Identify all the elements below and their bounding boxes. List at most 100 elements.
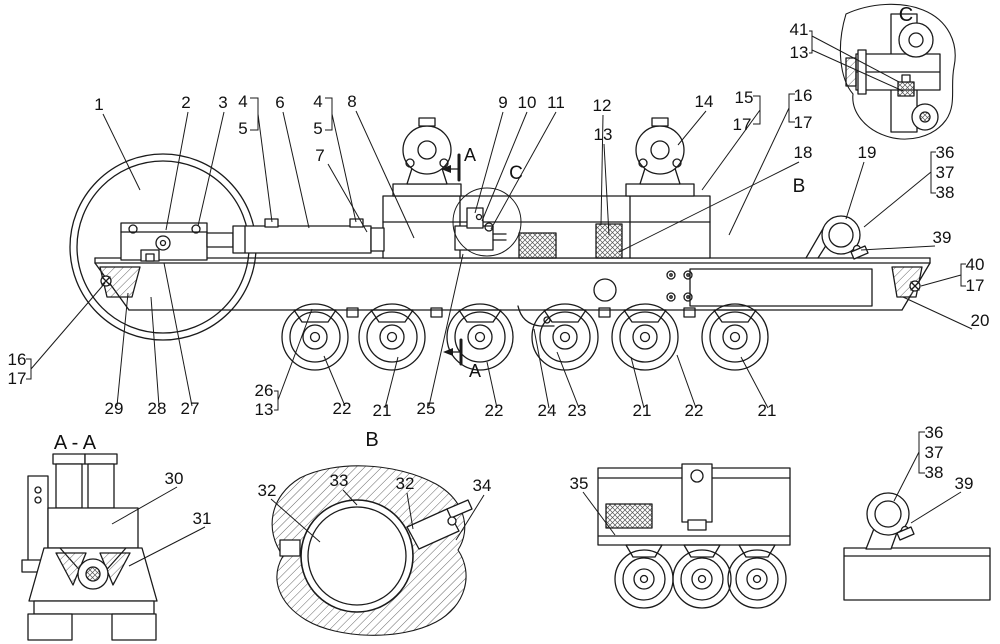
section-marker-label-a-top: A — [464, 145, 476, 165]
callout-32-b: 32 — [396, 474, 415, 493]
pipe-outer — [300, 499, 414, 613]
callout-labels: 1 2 3 4 5 6 4 5 7 8 9 10 11 12 13 14 15 … — [8, 4, 990, 528]
detail-c-nut — [897, 81, 915, 97]
callout-36-b: 36 — [925, 423, 944, 442]
callout-38-a: 38 — [936, 183, 955, 202]
callout-5-a: 5 — [238, 119, 247, 138]
group-bracket-15-17 — [753, 95, 761, 125]
tension-cylinder — [206, 218, 385, 254]
callout-32-a: 32 — [258, 481, 277, 500]
callout-21-a: 21 — [373, 401, 392, 420]
callout-13-c: 13 — [790, 43, 809, 62]
callout-29: 29 — [105, 399, 124, 418]
callout-28: 28 — [148, 399, 167, 418]
left-frame-bracket — [99, 266, 141, 298]
spring-section — [518, 232, 557, 259]
callout-35: 35 — [570, 474, 589, 493]
callout-9: 9 — [498, 93, 507, 112]
detail-c-boundary — [839, 3, 956, 140]
callout-22-c: 22 — [685, 401, 704, 420]
callout-2: 2 — [181, 93, 190, 112]
callout-37-b: 37 — [925, 443, 944, 462]
road-wheels — [281, 303, 769, 371]
pipe-clamp-side — [805, 215, 869, 260]
callout-39-a: 39 — [933, 228, 952, 247]
section-label-b: B — [793, 176, 806, 197]
side-fragment-view — [597, 463, 991, 609]
callout-22-b: 22 — [485, 401, 504, 420]
callout-13-b: 13 — [255, 400, 274, 419]
detail-c-region — [452, 187, 522, 257]
callout-7: 7 — [315, 146, 324, 165]
callout-3: 3 — [218, 93, 227, 112]
detail-circle-label-c: C — [509, 163, 523, 184]
callout-21-c: 21 — [758, 401, 777, 420]
rear-pedestal — [625, 117, 695, 197]
group-bracket-16-17-left — [26, 358, 32, 380]
spring-section-2 — [605, 503, 653, 529]
callout-16-a: 16 — [794, 86, 813, 105]
section-b-title: B — [365, 429, 378, 451]
pipe-inner — [307, 506, 407, 606]
clamp-bolt — [446, 499, 473, 519]
group-bracket-40-17 — [960, 263, 966, 287]
group-bracket-4-5-b — [325, 97, 333, 131]
callout-22-a: 22 — [333, 399, 352, 418]
group-bracket-36-38-b — [918, 431, 925, 474]
callout-13-a: 13 — [594, 125, 613, 144]
callout-11: 11 — [547, 93, 565, 112]
callout-36-a: 36 — [936, 143, 955, 162]
callout-41: 41 — [790, 20, 809, 39]
callout-15: 15 — [735, 88, 754, 107]
callout-27: 27 — [181, 399, 200, 418]
callout-26: 26 — [255, 381, 274, 400]
callout-21-b: 21 — [633, 401, 652, 420]
front-pedestal — [392, 117, 462, 197]
callout-4-b: 4 — [313, 92, 322, 111]
callout-34: 34 — [473, 476, 492, 495]
section-marker-label-a-bottom: A — [469, 361, 481, 381]
main-view-drawing — [69, 117, 931, 371]
section-marker-a-bottom — [443, 338, 463, 366]
callout-23: 23 — [568, 401, 587, 420]
section-aa-title: A - A — [54, 432, 97, 454]
group-bracket-16-17 — [788, 93, 795, 123]
callout-24: 24 — [538, 401, 557, 420]
callout-17-b: 17 — [794, 113, 813, 132]
callout-39-b: 39 — [955, 474, 974, 493]
group-bracket-41-13 — [809, 30, 813, 54]
deck-housing — [382, 195, 711, 259]
group-bracket-4-5-a — [250, 97, 259, 131]
callout-4-a: 4 — [238, 92, 247, 111]
callout-17-a: 17 — [733, 115, 752, 134]
callout-30: 30 — [165, 469, 184, 488]
right-frame-bracket — [891, 266, 923, 298]
clamp-plate — [406, 508, 460, 550]
clamp-ring-inner — [874, 500, 902, 528]
callout-19: 19 — [858, 143, 877, 162]
callout-10: 10 — [518, 93, 537, 112]
callout-8: 8 — [347, 92, 356, 111]
track-link — [517, 305, 555, 327]
callout-25: 25 — [417, 399, 436, 418]
detail-c-circle — [452, 187, 522, 257]
callout-18: 18 — [794, 143, 813, 162]
callout-1: 1 — [94, 95, 103, 114]
section-marker-a-top — [441, 153, 461, 182]
callout-40: 40 — [966, 255, 985, 274]
callout-12: 12 — [593, 96, 612, 115]
callout-16-b: 16 — [8, 350, 27, 369]
group-bracket-26-13 — [274, 390, 279, 411]
callout-6: 6 — [275, 93, 284, 112]
detail-c-view — [839, 3, 956, 140]
callout-20: 20 — [971, 311, 990, 330]
leader-lines — [26, 30, 973, 567]
callout-38-b: 38 — [925, 463, 944, 482]
callout-17-c: 17 — [966, 276, 985, 295]
section-b-view — [271, 465, 473, 636]
callout-17-d: 17 — [8, 369, 27, 388]
track-frame — [94, 257, 931, 318]
callout-14: 14 — [695, 92, 714, 111]
